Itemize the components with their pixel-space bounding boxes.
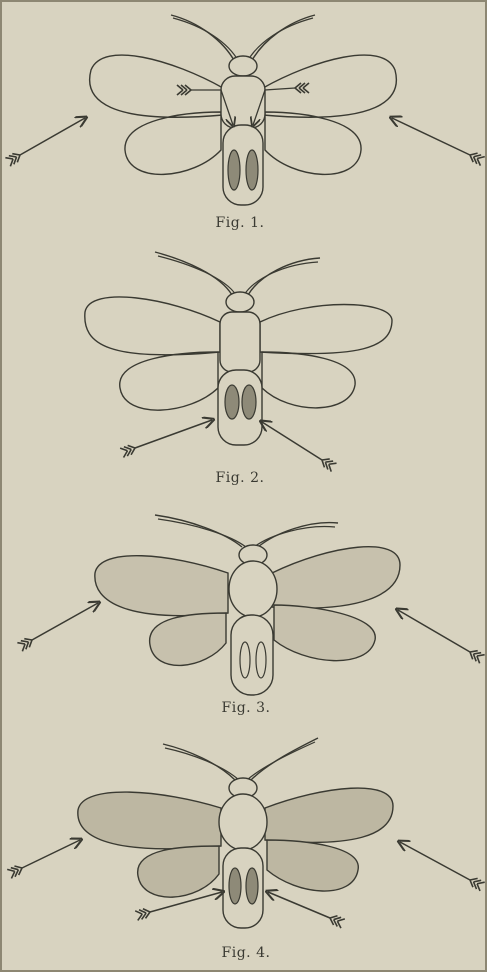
figure-1-caption: Fig. 1. xyxy=(180,215,300,231)
figure-2-arrow-right xyxy=(262,422,337,472)
figure-4-moth xyxy=(78,738,393,928)
figure-3-arrow-right xyxy=(398,610,485,663)
figure-2-caption: Fig. 2. xyxy=(180,470,300,486)
figure-3-arrow-left xyxy=(17,603,98,651)
figure-4-arrow-right xyxy=(400,842,485,891)
figure-3-caption: Fig. 3. xyxy=(186,700,306,716)
figure-3-moth xyxy=(95,515,400,695)
figure-1-arrow-right xyxy=(392,118,485,166)
figure-4-arrow-inner-right xyxy=(268,892,345,928)
figure-2-moth xyxy=(85,252,392,445)
figure-4-arrow-left xyxy=(7,840,80,878)
figure-4-caption: Fig. 4. xyxy=(186,945,306,961)
figure-2-arrow-left xyxy=(120,420,212,457)
figure-1-moth xyxy=(90,15,397,205)
figure-1-arrow-left xyxy=(5,118,85,166)
